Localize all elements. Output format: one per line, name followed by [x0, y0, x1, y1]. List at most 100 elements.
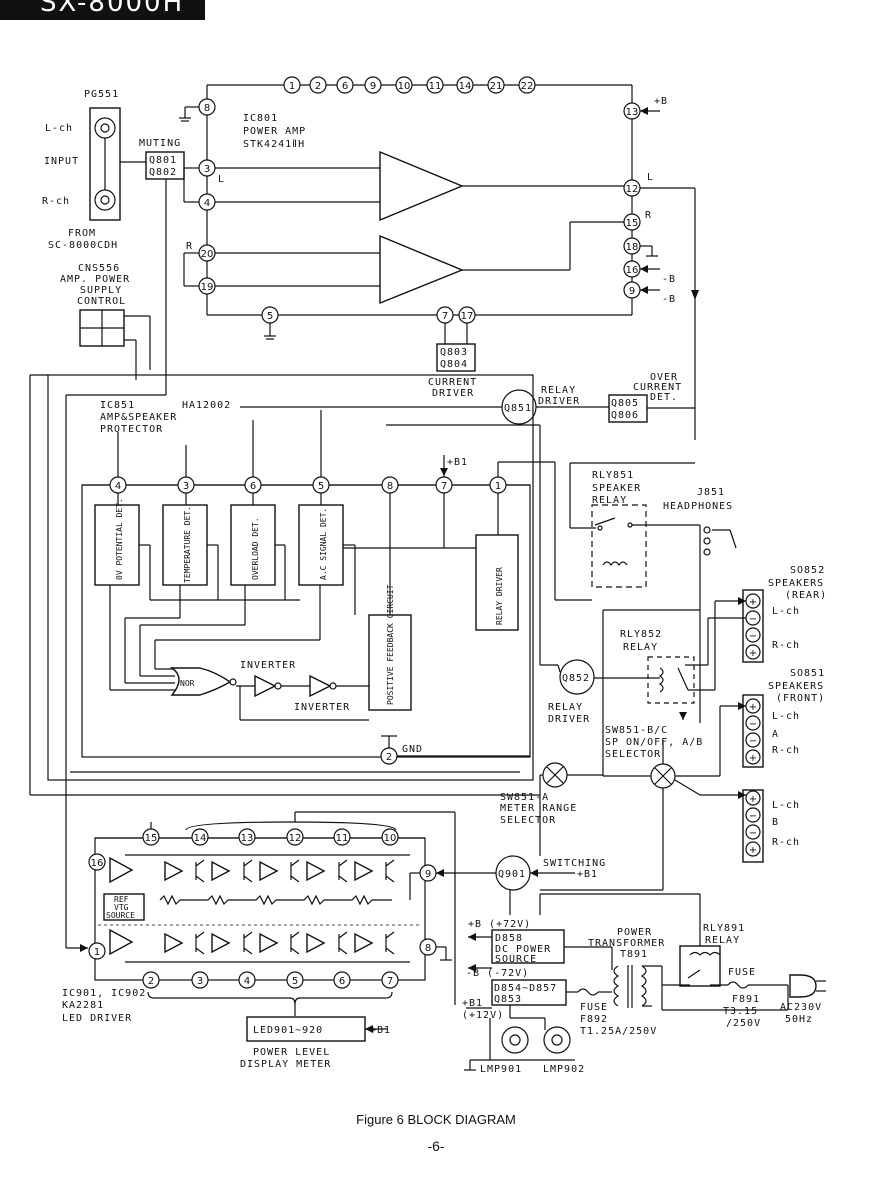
svg-text:DET.: DET. — [650, 392, 678, 403]
svg-text:-B (-72V): -B (-72V) — [466, 968, 529, 979]
svg-text:AMP&SPEAKER: AMP&SPEAKER — [100, 412, 177, 423]
svg-text:CURRENT: CURRENT — [428, 377, 477, 388]
model-name: SX-8000H — [40, 0, 185, 18]
svg-text:21: 21 — [490, 81, 503, 92]
svg-text:1: 1 — [289, 81, 295, 92]
svg-text:F892: F892 — [580, 1014, 608, 1025]
svg-text:CONTROL: CONTROL — [77, 296, 126, 307]
svg-text:+B1: +B1 — [447, 457, 468, 468]
svg-text:CURRENT: CURRENT — [633, 382, 682, 393]
svg-text:R: R — [186, 241, 193, 252]
svg-text:+: + — [749, 794, 757, 805]
svg-text:−: − — [749, 736, 757, 747]
svg-text:Q803: Q803 — [440, 347, 468, 358]
svg-text:CNS556: CNS556 — [78, 263, 120, 274]
svg-text:15: 15 — [626, 218, 639, 229]
svg-text:+B1: +B1 — [370, 1025, 391, 1036]
svg-text:FUSE: FUSE — [728, 967, 756, 978]
svg-text:FROM: FROM — [68, 228, 96, 239]
svg-text:IC901, IC902: IC901, IC902 — [62, 988, 146, 999]
svg-text:+: + — [749, 648, 757, 659]
svg-text:Q802: Q802 — [149, 167, 177, 178]
svg-text:9: 9 — [629, 286, 635, 297]
svg-text:4: 4 — [244, 976, 250, 987]
svg-text:KA2281: KA2281 — [62, 1000, 104, 1011]
svg-text:INPUT: INPUT — [44, 156, 79, 167]
svg-text:L-ch: L-ch — [45, 123, 73, 134]
svg-text:SELECTOR: SELECTOR — [500, 815, 556, 826]
det-overload: OVERLOAD DET. — [251, 517, 260, 580]
svg-text:22: 22 — [521, 81, 534, 92]
svg-text:8: 8 — [204, 103, 210, 114]
lamps: LMP901 LMP902 — [480, 1026, 584, 1075]
svg-text:RELAY: RELAY — [541, 385, 576, 396]
svg-text:REF: REF — [114, 895, 129, 904]
svg-text:6: 6 — [250, 481, 256, 492]
svg-text:9: 9 — [370, 81, 376, 92]
svg-text:14: 14 — [194, 833, 207, 844]
svg-text:MUTING: MUTING — [139, 138, 181, 149]
svg-text:2: 2 — [315, 81, 321, 92]
rly852-relay: RLY852 RELAY — [594, 601, 716, 720]
svg-text:12: 12 — [289, 833, 302, 844]
svg-text:/250V: /250V — [726, 1018, 761, 1029]
led-display-meter: LED901~920 +B1 POWER LEVEL DISPLAY METER — [240, 1016, 391, 1070]
dc-power-source: +B (+72V) D858 DC POWER SOURCE -B (-72V) — [466, 919, 613, 979]
svg-text:3: 3 — [183, 481, 189, 492]
svg-text:15: 15 — [145, 833, 158, 844]
pfb-block: POSITIVE FEEDBACK CIRCUIT — [386, 584, 395, 705]
svg-text:R-ch: R-ch — [772, 640, 800, 651]
svg-text:DC POWER: DC POWER — [495, 944, 551, 955]
ic801-power-amp: 1 2 6 9 10 11 14 21 22 IC801 POWER AMP S… — [179, 76, 699, 440]
pg551-input: PG551 L-ch INPUT R-ch FROM SC-8000CDH — [42, 89, 146, 251]
svg-text:INVERTER: INVERTER — [294, 702, 350, 713]
svg-text:+B1: +B1 — [462, 998, 483, 1009]
svg-text:7: 7 — [387, 976, 393, 987]
rly891-relay: RLY891 RELAY — [539, 893, 744, 987]
svg-text:6: 6 — [342, 81, 348, 92]
svg-text:SC-8000CDH: SC-8000CDH — [48, 240, 118, 251]
svg-text:METER RANGE: METER RANGE — [500, 803, 577, 814]
svg-text:SP ON/OFF, A/B: SP ON/OFF, A/B — [605, 737, 703, 748]
svg-text:SO852: SO852 — [790, 565, 825, 576]
sw851-bc-selector: SW851-B/C SP ON/OFF, A/B SELECTOR — [540, 609, 721, 891]
so852-speakers-rear: SO852 SPEAKERS (REAR) + − − + L-ch R-ch — [708, 565, 827, 663]
svg-text:−: − — [749, 828, 757, 839]
svg-text:Q801: Q801 — [149, 155, 177, 166]
svg-text:(REAR): (REAR) — [785, 590, 827, 601]
svg-text:3: 3 — [197, 976, 203, 987]
q901-switching: Q901 SWITCHING +B1 — [495, 795, 606, 915]
svg-text:50Hz: 50Hz — [785, 1014, 813, 1025]
so851-speakers-front: SO851 SPEAKERS (FRONT) + − − + L-ch A R-… — [699, 525, 824, 863]
svg-text:J851: J851 — [697, 487, 725, 498]
svg-text:PG551: PG551 — [84, 89, 119, 100]
svg-text:4: 4 — [204, 198, 210, 209]
svg-text:INVERTER: INVERTER — [240, 660, 296, 671]
svg-text:DRIVER: DRIVER — [538, 396, 580, 407]
det-temperature: TEMPERATURE DET. — [183, 506, 192, 583]
svg-text:RELAY: RELAY — [705, 935, 740, 946]
svg-text:SWITCHING: SWITCHING — [543, 858, 606, 869]
svg-text:RELAY: RELAY — [592, 495, 627, 506]
svg-text:13: 13 — [241, 833, 254, 844]
svg-text:10: 10 — [398, 81, 411, 92]
svg-text:5: 5 — [267, 311, 273, 322]
svg-text:Q851: Q851 — [504, 403, 532, 414]
svg-text:TRANSFORMER: TRANSFORMER — [588, 938, 665, 949]
svg-text:OVER: OVER — [650, 372, 678, 383]
svg-text:2: 2 — [148, 976, 154, 987]
fuse-f891: FUSE F891 T3.15 /250V — [723, 967, 788, 1029]
svg-text:GND: GND — [402, 744, 423, 755]
svg-text:DRIVER: DRIVER — [548, 714, 590, 725]
svg-text:9: 9 — [425, 869, 431, 880]
ic801-part: STK4241ⅡH — [243, 139, 305, 150]
relay-driver-q851: Q851 RELAY DRIVER — [240, 385, 609, 425]
svg-text:13: 13 — [626, 107, 639, 118]
svg-text:+: + — [749, 753, 757, 764]
svg-text:Q853: Q853 — [494, 994, 522, 1005]
svg-text:D858: D858 — [495, 933, 523, 944]
svg-text:HA12002: HA12002 — [182, 400, 231, 411]
svg-text:POWER: POWER — [617, 927, 652, 938]
power-transformer: POWER TRANSFORMER T891 — [588, 927, 665, 1010]
